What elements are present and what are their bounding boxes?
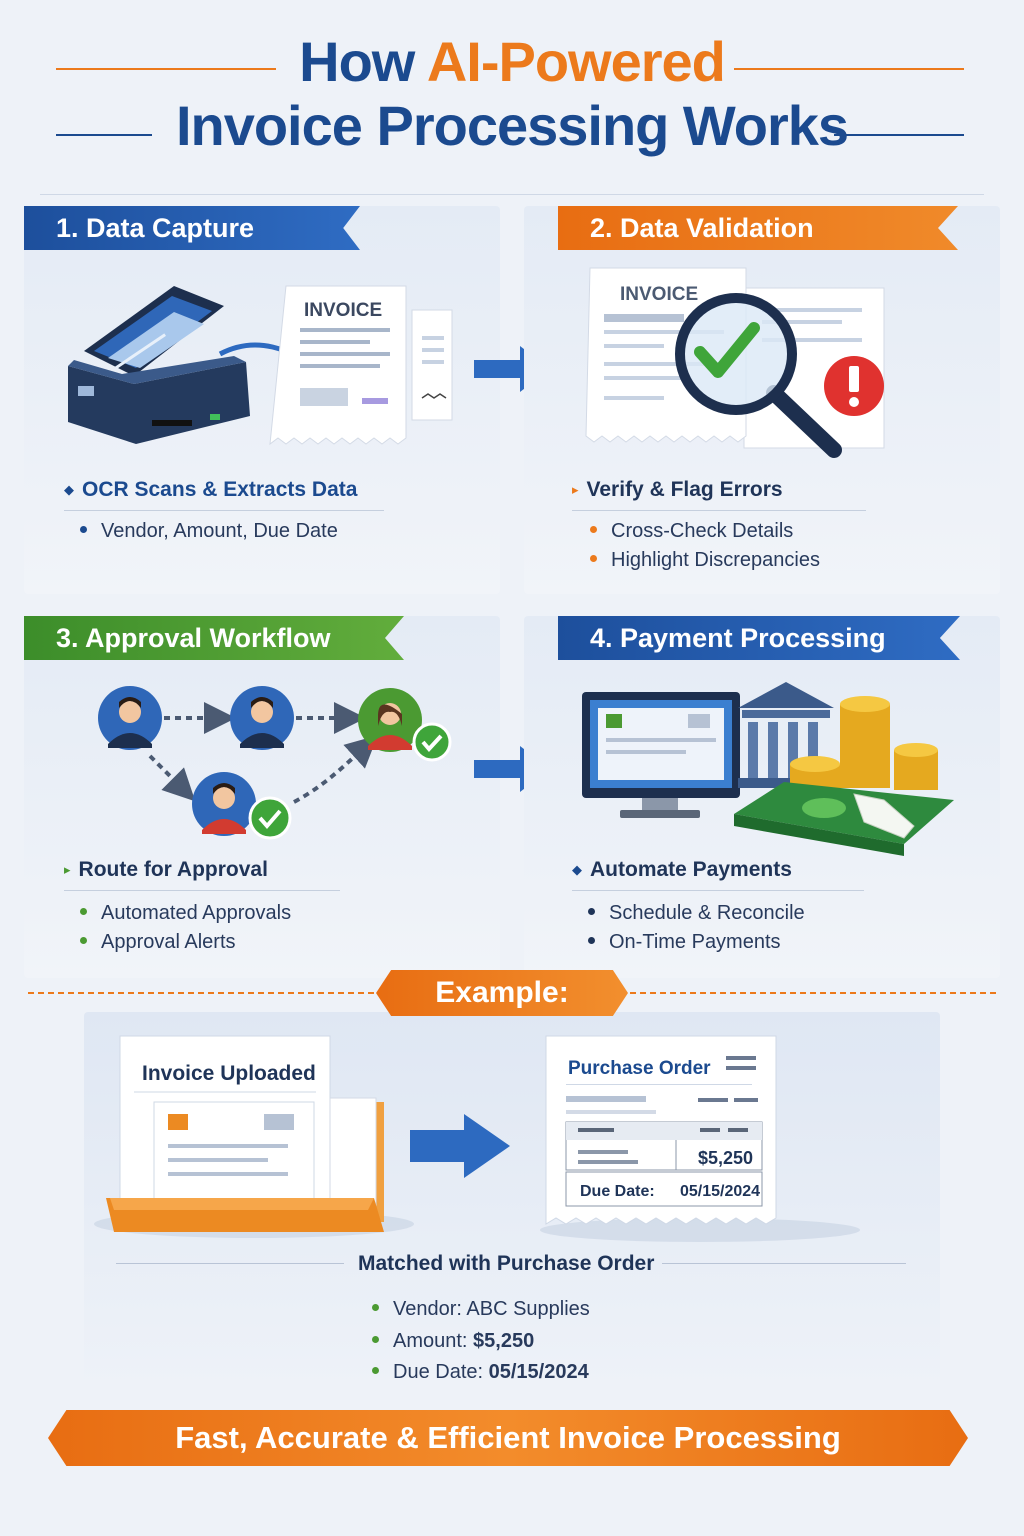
scanner-icon — [68, 286, 250, 444]
title-accent: AI-Powered — [426, 30, 726, 93]
step-panel-payment-processing: 4. Payment Processing — [524, 616, 1000, 978]
step-4-bullet-1: Schedule & Reconcile — [588, 902, 805, 925]
invoice-document-icon — [269, 285, 453, 446]
title-rule-left-2 — [56, 134, 152, 136]
title-rule-right-2 — [834, 134, 964, 136]
error-alert-icon — [824, 356, 884, 416]
approver-1-avatar-icon — [98, 686, 162, 750]
approver-2-avatar-icon — [230, 686, 294, 750]
approval-flow-illustration — [98, 686, 452, 840]
validation-invoice-label: INVOICE — [620, 284, 698, 305]
matched-heading: Matched with Purchase Order — [358, 1252, 655, 1275]
title-divider — [40, 194, 984, 195]
example-detail-amount: Amount: $5,250 — [372, 1330, 534, 1353]
step-panel-data-capture: 1. Data Capture INVOIC — [24, 206, 500, 594]
example-rule-right — [630, 992, 996, 994]
step-3-bullet-2: Approval Alerts — [80, 931, 236, 954]
upload-folder-icon — [106, 1035, 384, 1232]
po-due-value: 05/15/2024 — [680, 1183, 760, 1200]
step-2-bullet-2: Highlight Discrepancies — [590, 549, 820, 572]
step-2-heading: ▸Verify & Flag Errors — [572, 478, 866, 511]
step-3-bullet-1: Automated Approvals — [80, 902, 291, 925]
step-4-bullet-2: On-Time Payments — [588, 931, 781, 954]
matched-rule-right — [662, 1263, 906, 1264]
step-3-heading: ▸Route for Approval — [64, 858, 340, 891]
example-rule-left — [28, 992, 374, 994]
step-2-bullet-1: Cross-Check Details — [590, 520, 793, 543]
title-line-1: How AI-Powered — [299, 30, 726, 93]
example-panel: Purchase Order $5,250 Due Date: 05/15/20… — [84, 1012, 940, 1392]
check-mark-icon — [694, 322, 760, 378]
payment-illustration — [582, 682, 954, 856]
step-1-title: 1. Data Capture — [24, 206, 360, 250]
po-amount: $5,250 — [698, 1148, 753, 1168]
title-rule-left-1 — [56, 68, 276, 70]
approver-3-avatar-icon — [358, 688, 452, 762]
computer-monitor-icon — [582, 692, 740, 818]
po-due-label: Due Date: — [580, 1183, 655, 1200]
step-panel-data-validation: 2. Data Validation INVOICE ▸Verify & Fla… — [524, 206, 1000, 594]
purchase-order-document-icon — [545, 1035, 777, 1225]
step-4-title: 4. Payment Processing — [558, 616, 960, 660]
invoice-uploaded-label: Invoice Uploaded — [142, 1062, 316, 1085]
coin-stack-icon — [790, 696, 938, 794]
cash-money-icon — [734, 782, 954, 856]
title-line-2: Invoice Processing Works — [175, 94, 849, 157]
approver-4-avatar-icon — [192, 772, 292, 840]
invoice-label: INVOICE — [304, 300, 382, 321]
example-detail-due-date: Due Date: 05/15/2024 — [372, 1361, 589, 1384]
title-rule-right-1 — [734, 68, 964, 70]
po-title: Purchase Order — [568, 1058, 711, 1079]
scanner-illustration: INVOICE — [68, 285, 453, 446]
title-block: How AI-Powered Invoice Processing Works — [0, 30, 1024, 158]
example-illustration: Purchase Order $5,250 Due Date: 05/15/20… — [94, 1035, 860, 1242]
example-tag: Example: — [376, 970, 628, 1016]
step-1-bullet-1: Vendor, Amount, Due Date — [80, 520, 338, 543]
example-detail-vendor: Vendor: ABC Supplies — [372, 1298, 590, 1321]
validation-illustration: INVOICE — [585, 267, 885, 458]
step-panel-approval-workflow: 3. Approval Workflow — [24, 616, 500, 978]
step-4-heading: ◆Automate Payments — [572, 858, 864, 891]
matched-rule-left — [116, 1263, 344, 1264]
step-1-heading: ◆OCR Scans & Extracts Data — [64, 478, 384, 511]
step-2-title: 2. Data Validation — [558, 206, 958, 250]
step-3-title: 3. Approval Workflow — [24, 616, 404, 660]
footer-banner: Fast, Accurate & Efficient Invoice Proce… — [48, 1410, 968, 1466]
arrow-right-icon — [410, 1114, 510, 1178]
